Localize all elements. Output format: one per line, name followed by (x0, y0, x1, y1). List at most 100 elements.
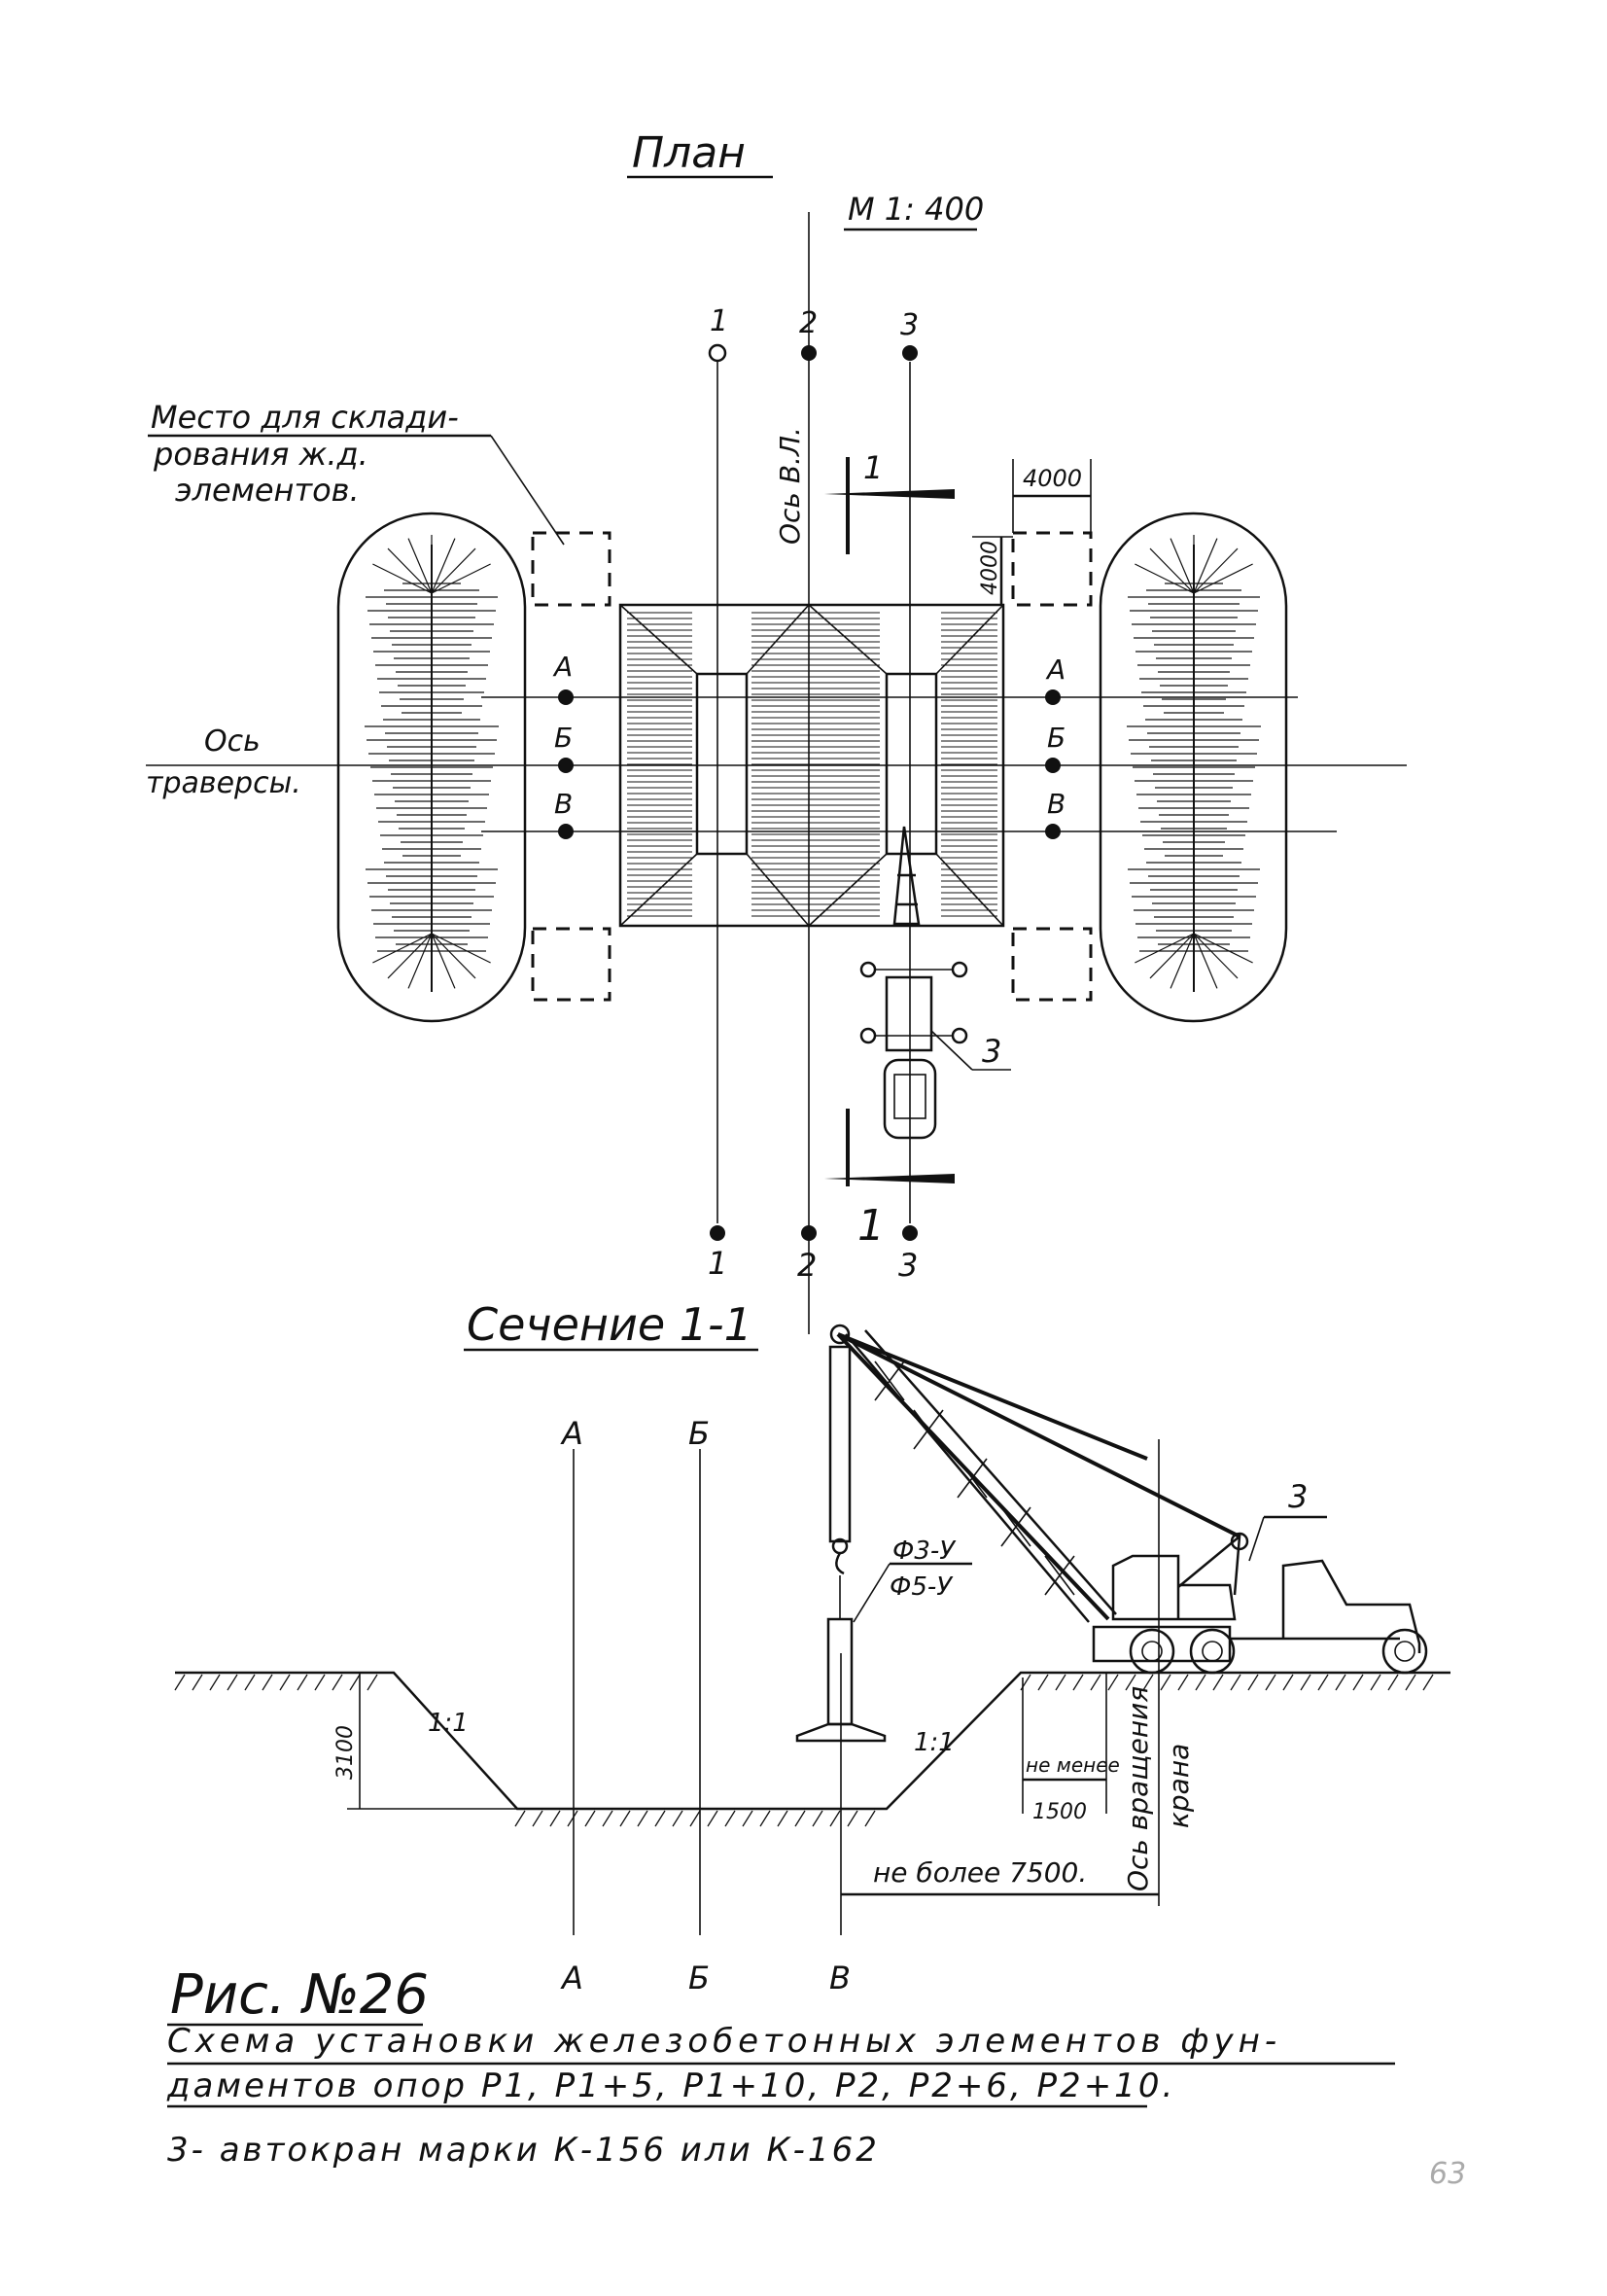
legend-line: 3- автокран марки К-156 или К-162 (167, 2131, 880, 2170)
hatch-line (387, 933, 433, 979)
svg-text:траверсы.: траверсы. (146, 766, 301, 800)
hatch-line (1135, 563, 1195, 594)
hatch-line (431, 563, 491, 594)
hatch-line (1055, 1674, 1066, 1691)
hatch-line (314, 1674, 326, 1691)
hatch-line (1170, 538, 1195, 594)
hatch-line (1230, 1674, 1241, 1691)
svg-text:Ось: Ось (204, 724, 261, 759)
svg-text:Ф3-У: Ф3-У (892, 1537, 957, 1566)
hatch-line (672, 1810, 683, 1827)
max-distance-dimension: не более 7500. Ось вращения крана (841, 1439, 1195, 1906)
hatch-line (759, 1810, 771, 1827)
hatch-line (372, 563, 433, 594)
svg-text:1:1: 1:1 (428, 1709, 469, 1738)
svg-text:Место для склади-: Место для склади- (151, 399, 459, 436)
hatch-line (1135, 933, 1195, 964)
hatch-line (372, 933, 433, 964)
hatch-line (1149, 933, 1195, 979)
hatch-line (1193, 548, 1239, 594)
hatch-line (847, 1810, 858, 1827)
hatch-line (637, 1810, 648, 1827)
svg-text:Б: Б (554, 722, 573, 754)
hatch-line (724, 1810, 736, 1827)
foundation-element: Ф3-У Ф5-У (795, 1345, 972, 1743)
axis-2-top: 2 (799, 306, 818, 340)
hatch-line (1195, 1674, 1206, 1691)
hatch-line (514, 1810, 526, 1827)
hatch-line (332, 1674, 343, 1691)
pit-section: 1:1 1:1 3100 (174, 1671, 1450, 1827)
hatch-line (1370, 1674, 1381, 1691)
svg-text:А: А (552, 651, 573, 683)
hatch-line (1090, 1674, 1101, 1691)
hatch-line (1405, 1674, 1416, 1691)
hatch-line (1193, 933, 1218, 989)
svg-text:Ось вращения: Ось вращения (1122, 1686, 1154, 1891)
axis-2-bottom: 2 (797, 1247, 817, 1284)
hatch-line (689, 1810, 701, 1827)
section-title: Сечение 1-1 (467, 1298, 752, 1351)
svg-text:Б: Б (688, 1415, 710, 1452)
svg-text:не менее: не менее (1026, 1753, 1120, 1777)
storage-label: Место для склади- рования ж.д. элементов… (148, 399, 565, 546)
page-number: 63 (1429, 2157, 1466, 2191)
hatch-line (1193, 933, 1239, 979)
hatch-line (1125, 1674, 1136, 1691)
svg-text:Ф5-У: Ф5-У (890, 1572, 954, 1602)
hatch-line (1335, 1674, 1346, 1691)
hatch-line (742, 1810, 753, 1827)
svg-text:3: 3 (1288, 1478, 1308, 1515)
svg-text:А: А (560, 1960, 583, 1996)
svg-text:1: 1 (863, 449, 883, 486)
hatch-line (1149, 548, 1195, 594)
hatch-line (619, 1810, 631, 1827)
hatch-line (192, 1674, 203, 1691)
figure-caption: Рис. №26 Схема установки железобетонных … (166, 1963, 1395, 2170)
svg-text:1:1: 1:1 (914, 1728, 955, 1757)
hatch-line (567, 1810, 578, 1827)
axis-vl-label: Ось В.Л. (774, 427, 806, 545)
min-distance-dimension: не менее 1500 (1022, 1673, 1120, 1824)
hatch-line (1177, 1674, 1189, 1691)
hatch-line (431, 933, 476, 979)
hatch-line (1193, 933, 1253, 964)
hatch-line (1193, 563, 1253, 594)
hatch-line (777, 1810, 788, 1827)
svg-text:4000: 4000 (978, 541, 1002, 595)
svg-text:В: В (1047, 788, 1066, 820)
hatch-line (431, 933, 456, 989)
hatch-line (1387, 1674, 1399, 1691)
hatch-line (1193, 538, 1218, 594)
svg-text:Б: Б (688, 1960, 710, 1996)
row-axes: А Б В А Б В (146, 651, 1407, 839)
hatch-line (262, 1674, 273, 1691)
hatch-line (1160, 1674, 1171, 1691)
hatch-line (1422, 1674, 1434, 1691)
hatch-line (707, 1810, 718, 1827)
section-axes: А Б А Б В (560, 1415, 851, 1996)
svg-text:В: В (829, 1960, 851, 1996)
figure-number: Рис. №26 (170, 1963, 429, 2027)
hatch-line (407, 933, 433, 989)
spoil-heaps (336, 512, 1288, 1023)
hatch-line (1142, 1674, 1154, 1691)
svg-text:рования ж.д.: рования ж.д. (153, 436, 368, 473)
caption-line-1: Схема установки железобетонных элементов… (167, 2022, 1281, 2061)
hatch-line (1317, 1674, 1329, 1691)
hatch-line (244, 1674, 256, 1691)
hatch-line (279, 1674, 291, 1691)
crane-plan: 3 (859, 826, 1011, 1140)
svg-text:А: А (1045, 653, 1066, 686)
hatch-line (407, 538, 433, 594)
axis-1-bottom: 1 (708, 1245, 727, 1282)
svg-text:4000: 4000 (1023, 465, 1082, 492)
hatch-line (1265, 1674, 1276, 1691)
hatch-line (584, 1810, 596, 1827)
hatch-line (209, 1674, 221, 1691)
hatch-line (431, 548, 476, 594)
pit-plan (618, 603, 1005, 928)
svg-text:3100: 3100 (333, 1725, 358, 1780)
hatch-line (1107, 1674, 1119, 1691)
